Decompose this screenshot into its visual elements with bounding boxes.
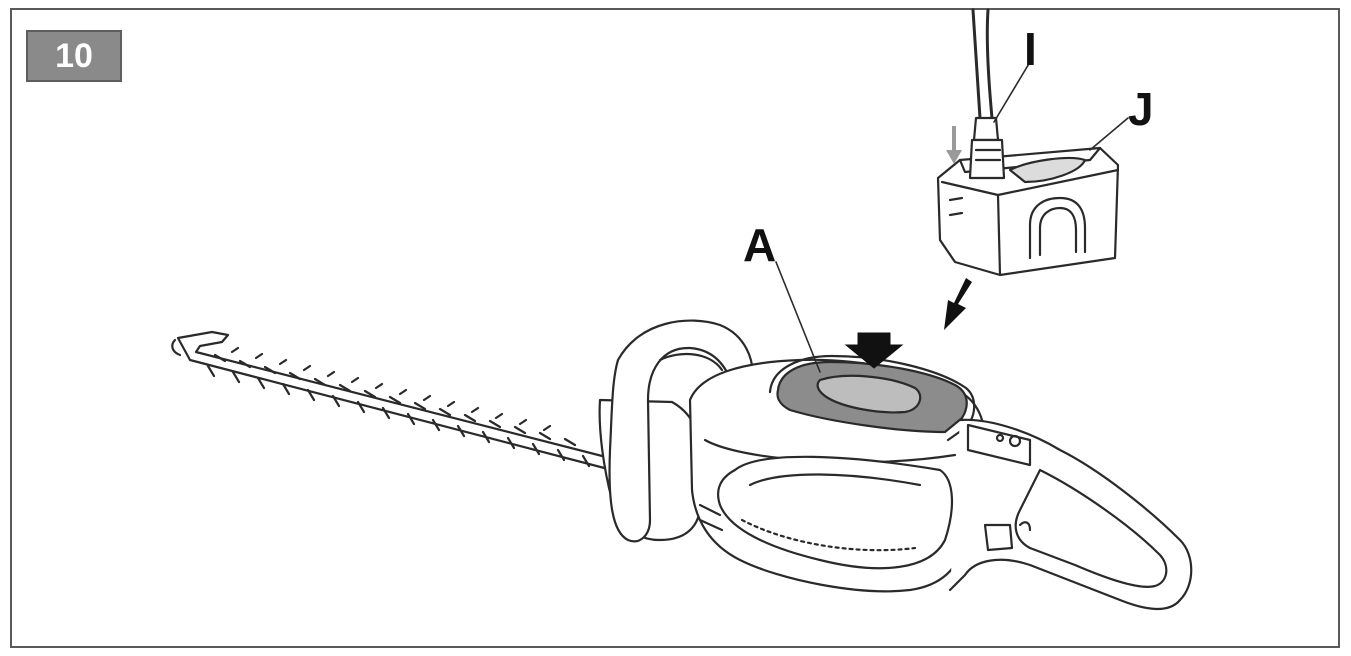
push-down-arrow-icon: [844, 332, 904, 369]
connector-down-arrow-icon: [946, 126, 962, 164]
cutter-blade: [171, 330, 614, 472]
callout-label-i: I: [1024, 23, 1037, 75]
insert-arrow-icon: [944, 278, 972, 330]
battery-bay: [768, 354, 976, 442]
battery-pack: [936, 146, 1120, 277]
front-handle: [598, 319, 754, 543]
charger-cable: [968, 8, 1006, 180]
callout-label-j: J: [1128, 83, 1154, 135]
figure-number-badge: 10: [26, 30, 122, 82]
callout-label-a: A: [743, 219, 777, 271]
rear-handle: [948, 418, 1193, 610]
